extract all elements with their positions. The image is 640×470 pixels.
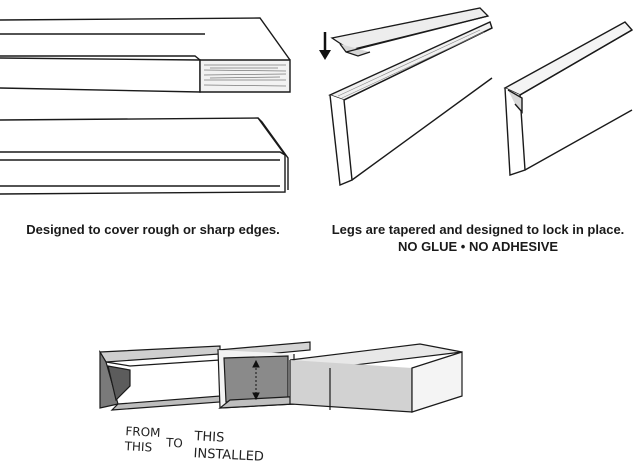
rough-end-texture bbox=[203, 64, 287, 87]
trim-piece bbox=[330, 7, 490, 57]
label-to: TO bbox=[165, 435, 184, 451]
profile-comparison-illustration bbox=[90, 330, 530, 420]
caption-lock-in-place: Legs are tapered and designed to lock in… bbox=[331, 222, 625, 237]
label-installed: INSTALLED bbox=[193, 446, 265, 465]
down-arrow-icon bbox=[319, 32, 331, 60]
solid-board bbox=[289, 343, 463, 413]
lock-in-place-illustration bbox=[310, 0, 640, 200]
rough-edge-svg bbox=[0, 17, 291, 195]
label-from-this-word: THIS bbox=[124, 439, 153, 455]
upper-board bbox=[0, 17, 291, 93]
profile-comparison-svg bbox=[98, 341, 463, 413]
label-from-this: FROM THIS bbox=[124, 424, 161, 456]
installed-channel bbox=[216, 341, 311, 409]
lock-in-place-svg bbox=[319, 7, 634, 187]
label-this-installed: THIS INSTALLED bbox=[193, 428, 265, 466]
caption-rough-edges: Designed to cover rough or sharp edges. bbox=[26, 222, 280, 237]
open-channel bbox=[98, 345, 221, 411]
lower-board bbox=[0, 117, 289, 195]
rough-edge-illustration bbox=[0, 0, 300, 200]
caption-no-glue: NO GLUE • NO ADHESIVE bbox=[397, 239, 559, 254]
board-right bbox=[503, 21, 634, 176]
double-arrow-icon bbox=[252, 359, 260, 401]
board-grain bbox=[337, 29, 485, 99]
